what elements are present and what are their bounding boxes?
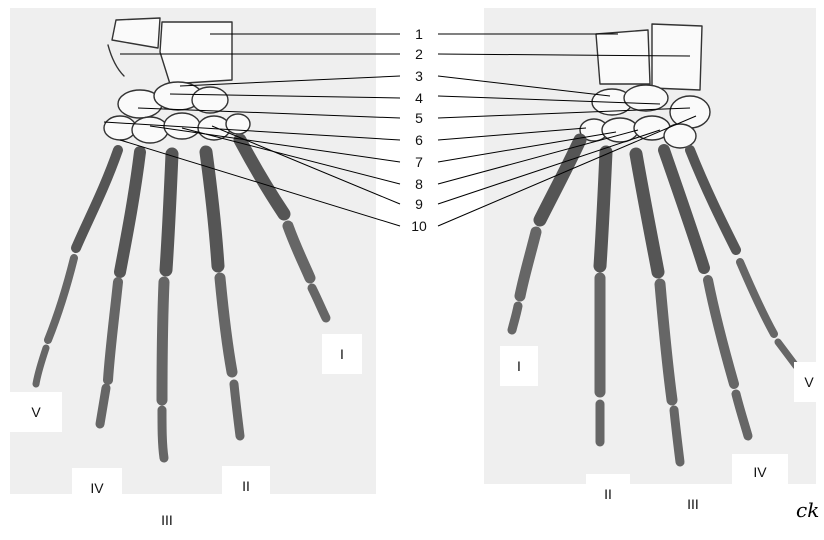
left-digit-IV: IV [72, 468, 122, 508]
callout-6: 6 [404, 132, 434, 148]
callout-3: 3 [404, 68, 434, 84]
callout-1: 1 [404, 26, 434, 42]
right-digit-V: V [794, 362, 824, 402]
callout-10: 10 [404, 218, 434, 234]
callout-7: 7 [404, 154, 434, 170]
left-digit-I: I [322, 334, 362, 374]
callout-8: 8 [404, 176, 434, 192]
author-signature: ck [796, 498, 819, 522]
right-digit-IV: IV [732, 454, 788, 490]
callout-5: 5 [404, 110, 434, 126]
right-digit-II: II [586, 474, 630, 514]
callout-2: 2 [404, 46, 434, 62]
left-digit-II: II [222, 466, 270, 506]
left-digit-V: V [10, 392, 62, 432]
callout-4: 4 [404, 90, 434, 106]
left-hand [36, 18, 326, 458]
left-digit-III: III [142, 500, 192, 526]
callout-9: 9 [404, 196, 434, 212]
right-digit-I: I [500, 346, 538, 386]
right-digit-III: III [668, 486, 718, 522]
